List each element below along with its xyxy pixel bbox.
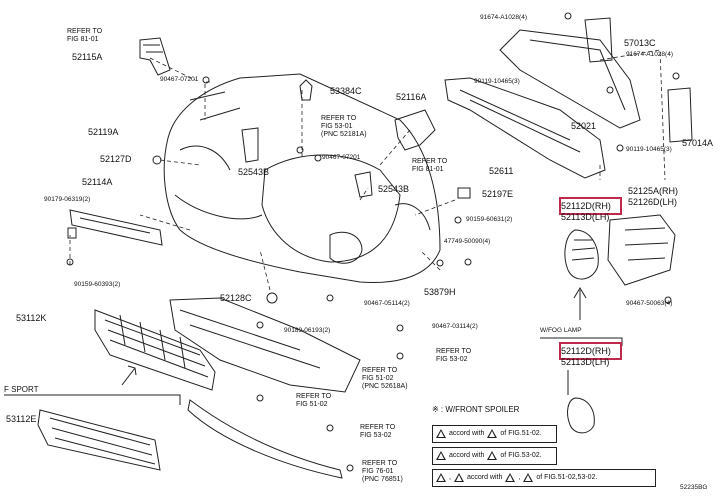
note-box-3 xyxy=(432,469,656,487)
bumper-grille-opening xyxy=(261,154,401,263)
front-spoiler xyxy=(187,399,343,479)
note-2: accord with of FIG.53-02. xyxy=(436,451,542,460)
spoiler-note: ※ : W/FRONT SPOILER xyxy=(432,405,520,414)
label-90179-06319[interactable]: 90179-06319(2) xyxy=(44,196,91,203)
label-fsport: F SPORT xyxy=(4,385,39,394)
label-52113D-top[interactable]: 52113D(LH) xyxy=(561,212,610,222)
bracket-52543B-left xyxy=(241,127,259,163)
label-90189-06193[interactable]: 90189-06193(2) xyxy=(284,327,331,334)
label-90467-07201-a[interactable]: 90467-07201 xyxy=(160,76,199,83)
label-52197E[interactable]: 52197E xyxy=(482,189,514,199)
figure-code: 52235BG xyxy=(680,484,708,491)
label-53112K[interactable]: 53112K xyxy=(16,313,47,323)
plate-52114A xyxy=(69,209,163,246)
label-53879H[interactable]: 53879H xyxy=(424,287,456,297)
label-53112E[interactable]: 53112E xyxy=(6,414,37,424)
label-47749-50090[interactable]: 47749-50090(4) xyxy=(444,238,491,245)
bracket-52116A xyxy=(394,109,436,151)
note-box-1 xyxy=(432,425,557,443)
label-52112D-bottom[interactable]: 52112D(RH) xyxy=(561,346,611,356)
label-52125A[interactable]: 52125A(RH) xyxy=(628,186,679,196)
label-52543B-a[interactable]: 52543B xyxy=(238,167,270,177)
fog-cover xyxy=(564,229,599,280)
under-panel xyxy=(169,297,361,393)
bumper-fog-opening xyxy=(329,231,363,264)
label-90467-50063[interactable]: 90467-50063(4) xyxy=(626,300,673,307)
lower-grille-53112K xyxy=(94,309,216,391)
note-box-2 xyxy=(432,447,557,465)
absorber-52611 xyxy=(444,77,606,179)
label-90159-60631[interactable]: 90159-60631(2) xyxy=(466,216,513,223)
label-52128C[interactable]: 52128C xyxy=(220,293,252,303)
label-90467-07201-b[interactable]: 90467-07201 xyxy=(322,154,361,161)
warning-triangle-icon xyxy=(523,473,534,482)
clip-53384C xyxy=(299,79,313,101)
label-91674-right[interactable]: 91674-A1028(4) xyxy=(626,51,673,58)
label-53384C[interactable]: 53384C xyxy=(330,86,362,96)
label-52127D[interactable]: 52127D xyxy=(100,154,132,164)
note-3: , accord with , of FIG.51-02,53-02. xyxy=(436,473,597,482)
label-52116A[interactable]: 52116A xyxy=(396,92,427,102)
label-52611[interactable]: 52611 xyxy=(489,166,514,176)
warning-triangle-icon xyxy=(436,451,446,460)
warning-triangle-icon xyxy=(436,429,446,438)
label-52115A[interactable]: 52115A xyxy=(72,52,103,62)
fasteners xyxy=(66,12,680,472)
label-wfog-lamp: W/FOG LAMP xyxy=(540,327,582,334)
highlight-box-top xyxy=(559,197,622,215)
note-1: accord with of FIG.51-02. xyxy=(436,429,542,438)
fog-cover-bottom xyxy=(567,397,595,434)
label-52126D[interactable]: 52126D(LH) xyxy=(628,197,678,207)
warning-triangle-icon xyxy=(453,473,464,482)
label-52119A[interactable]: 52119A xyxy=(88,127,119,137)
fsport-grille xyxy=(37,409,161,471)
label-52112D-top[interactable]: 52112D(RH) xyxy=(561,201,611,211)
warning-triangle-icon xyxy=(487,451,498,460)
fog-lamp xyxy=(607,214,676,286)
label-90467-05114[interactable]: 90467-05114(2) xyxy=(364,300,410,307)
label-90159-60393[interactable]: 90159-60393(2) xyxy=(74,281,121,288)
bracket-52115A xyxy=(139,37,171,76)
bracket-52543B-right xyxy=(354,171,373,198)
label-91674-top[interactable]: 91674-A1028(4) xyxy=(480,14,527,21)
label-52113D-bottom[interactable]: 52113D(LH) xyxy=(561,357,610,367)
front-bumper-cover xyxy=(163,73,441,284)
label-90119-b[interactable]: 90119-10465(3) xyxy=(626,146,672,153)
label-57013C[interactable]: 57013C xyxy=(624,38,656,48)
highlight-box-bottom xyxy=(559,342,622,360)
cap-52127D xyxy=(152,155,162,165)
label-90467-03114[interactable]: 90467-03114(2) xyxy=(432,323,478,330)
support-57014A xyxy=(667,87,693,143)
label-52114A[interactable]: 52114A xyxy=(82,177,113,187)
cap-52128C xyxy=(266,292,278,304)
warning-triangle-icon xyxy=(487,429,498,438)
reinforcement-52021 xyxy=(499,29,641,129)
label-52021[interactable]: 52021 xyxy=(571,121,597,131)
label-57014A[interactable]: 57014A xyxy=(682,138,714,148)
label-52543B-b[interactable]: 52543B xyxy=(378,184,410,194)
label-90119-a[interactable]: 90119-10465(3) xyxy=(474,78,520,85)
warning-triangle-icon xyxy=(505,473,516,482)
support-57013C xyxy=(584,17,613,63)
warning-triangle-icon xyxy=(436,473,446,482)
